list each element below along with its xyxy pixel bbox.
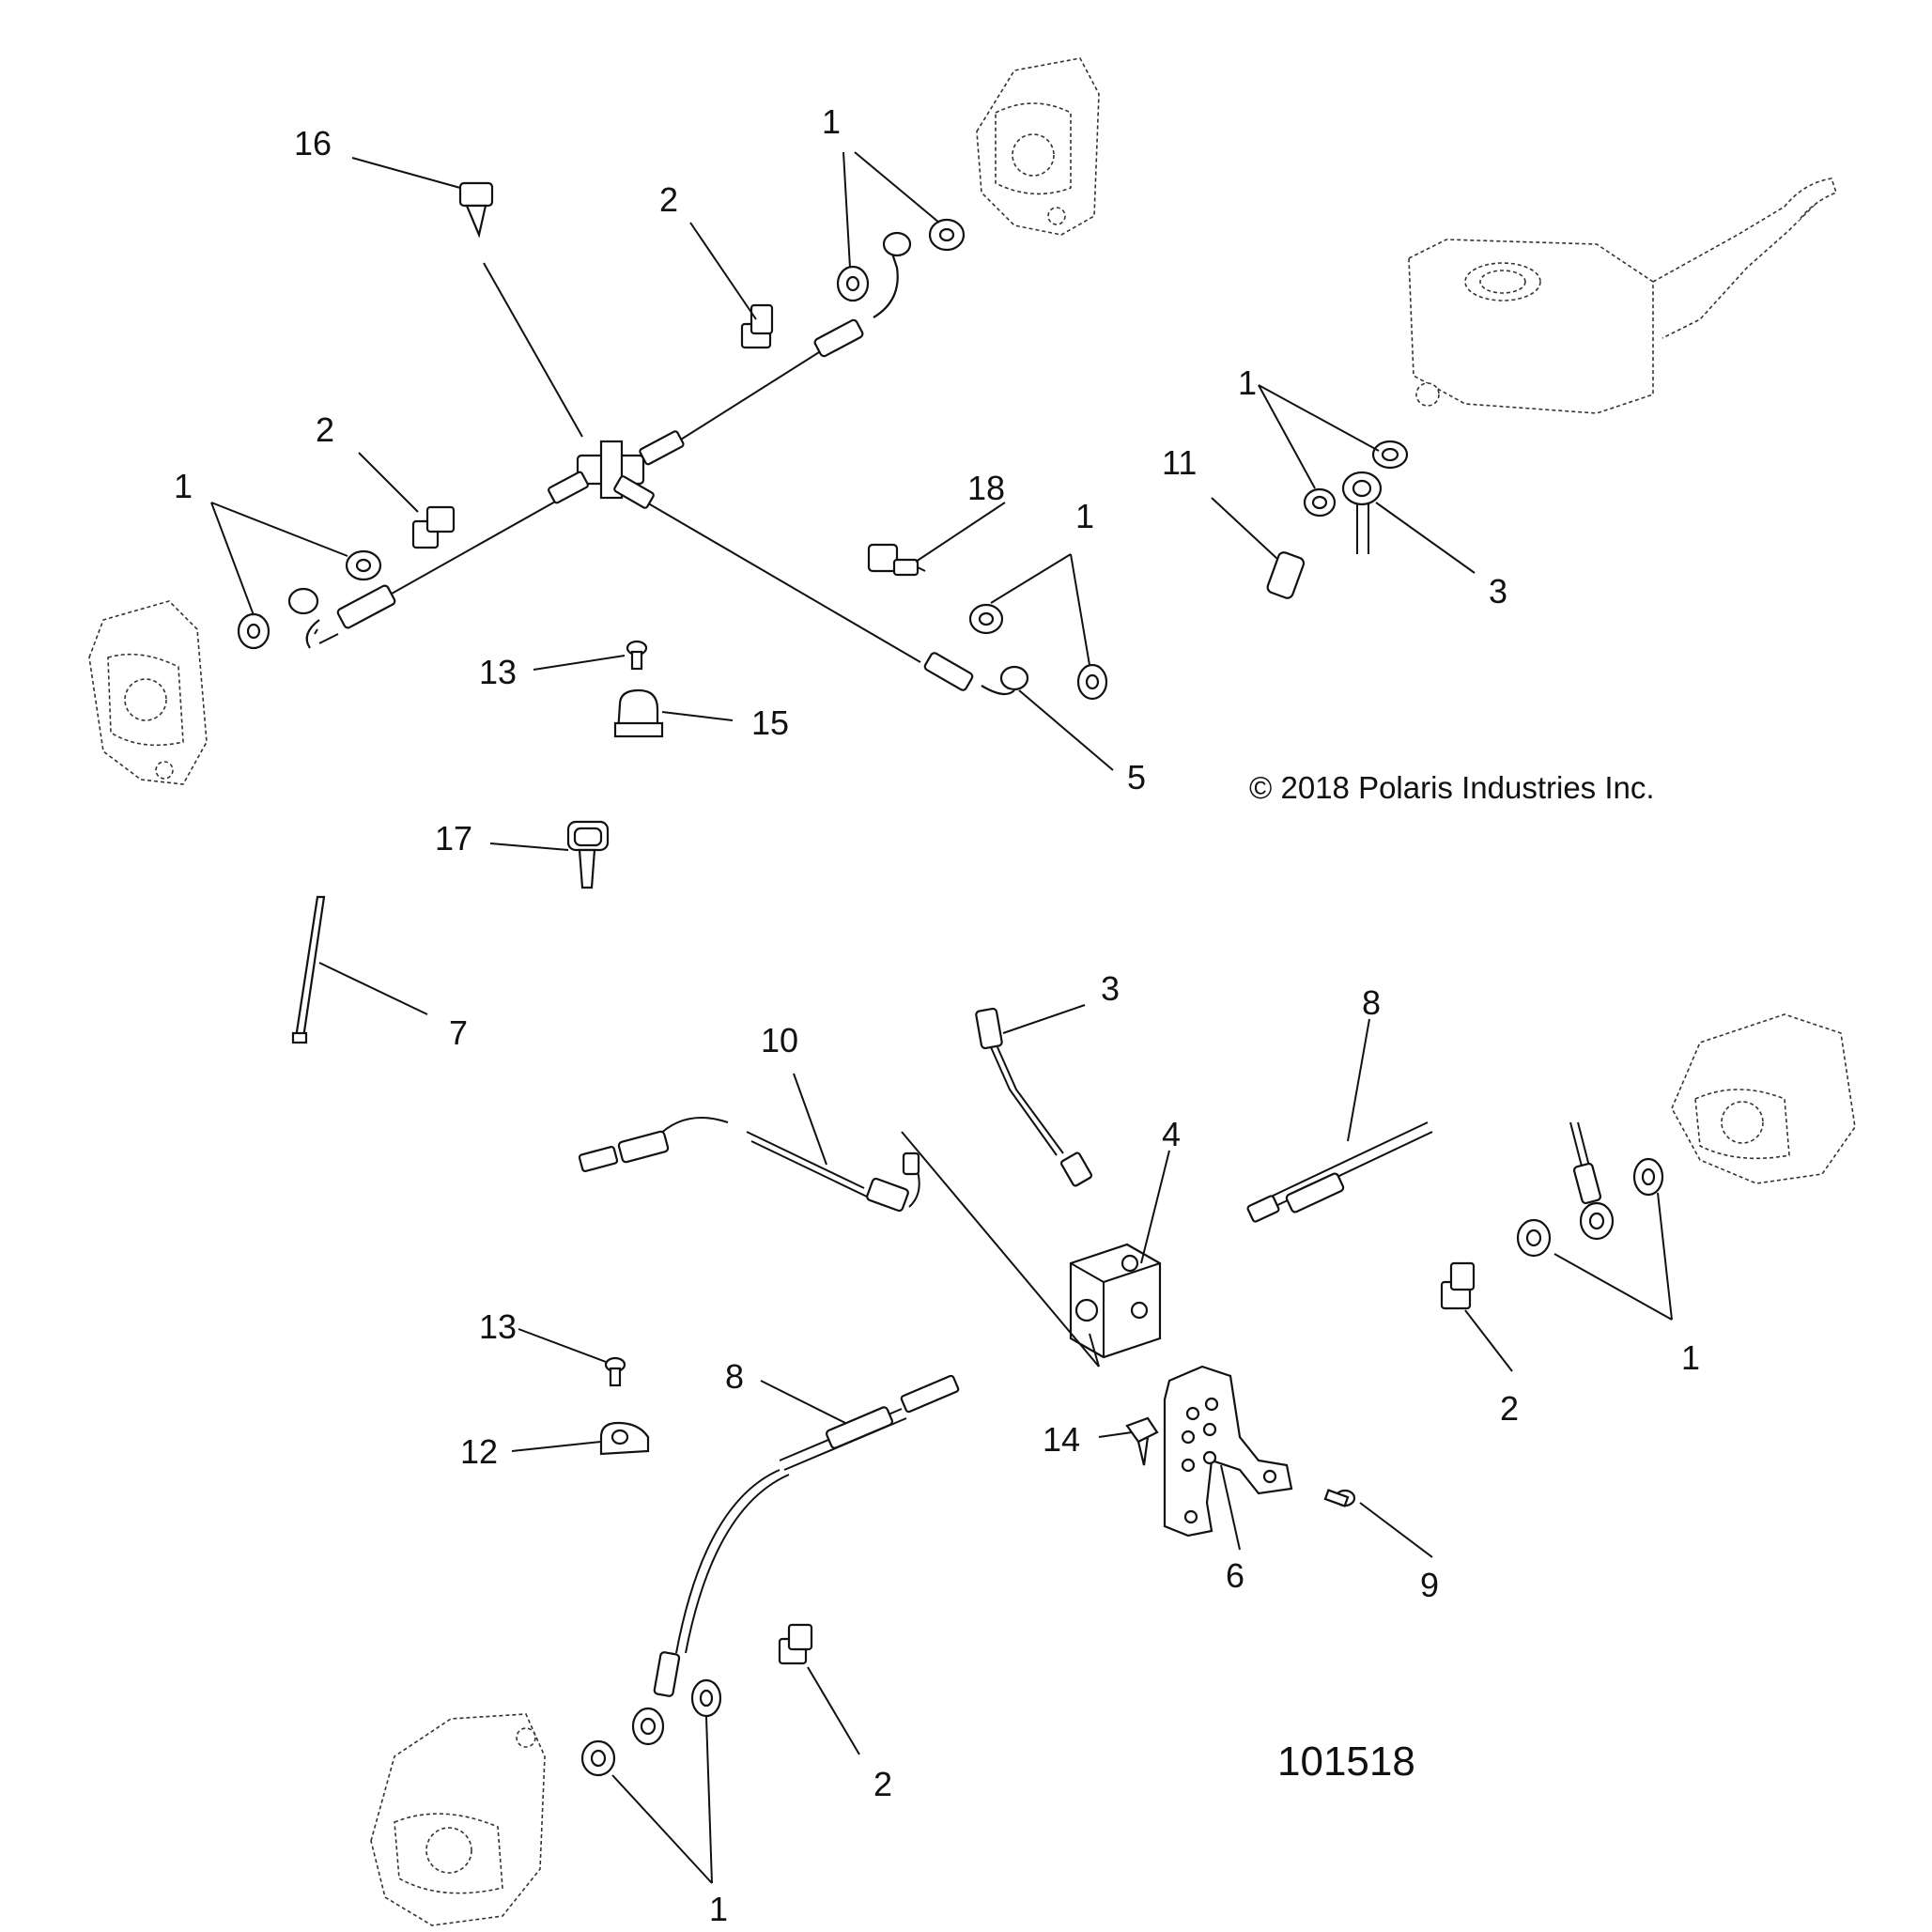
screw-13-bottom [604,1356,626,1387]
washer-1j-hole [1525,1229,1542,1247]
washer-1c-hole [355,558,372,573]
washer-1f-hole [1085,673,1100,690]
banjo-bolt-2a [740,303,774,349]
callout-13: 13 [479,653,517,691]
callout-7: 7 [449,1013,468,1052]
callout-4: 4 [1162,1115,1181,1153]
caliper-top-left [88,600,208,785]
brake-line-3 [975,1007,1093,1187]
washer-1d-hole [246,623,261,640]
caliper-top-right [976,57,1100,236]
brake-line-10 [578,1117,920,1213]
callout-14: 14 [1043,1420,1080,1459]
tee-fitting [548,430,685,509]
washer-1l-hole [590,1749,607,1768]
washer-1e-hole [978,611,995,626]
callout-17: 17 [435,819,472,858]
callout-1: 1 [1075,497,1094,535]
brake-line-8-right [1246,1121,1433,1223]
clip-17 [566,820,610,889]
callout-2: 2 [316,410,334,449]
callout-8: 8 [725,1357,744,1396]
callout-9: 9 [1420,1566,1439,1604]
callout-10: 10 [761,1021,798,1059]
leader-lines [210,151,1673,1884]
callout-18: 18 [967,469,1005,507]
banjo-fitting-3 [1341,471,1383,554]
callout-12: 12 [460,1432,498,1471]
callout-3: 3 [1489,572,1507,611]
callout-1: 1 [822,102,841,141]
callout-13: 13 [479,1307,517,1346]
banjo-bolt-2b [411,505,456,549]
callout-15: 15 [751,703,789,742]
callout-1: 1 [1681,1338,1700,1377]
copyright-notice: © 2018 Polaris Industries Inc. [1249,770,1655,805]
callout-3: 3 [1101,969,1120,1008]
callout-8: 8 [1362,983,1381,1022]
washer-1g-hole [1381,447,1399,462]
callout-2: 2 [873,1765,892,1803]
washer-1i-hole [1641,1167,1656,1186]
callout-labels: 16 2 1 1 2 1 18 1 11 1 3 13 15 5 17 7 3 … [174,102,1700,1928]
callout-1: 1 [709,1890,728,1928]
clamp-15 [613,688,664,738]
screw-9 [1323,1489,1356,1507]
banjo-bolt-11 [1266,551,1306,599]
callout-2: 2 [659,180,678,219]
washer-1a-hole [938,227,955,242]
clamp-12 [599,1421,650,1456]
caliper-bottom-right [1671,1013,1856,1184]
washer-1b-hole [845,275,860,292]
banjo-bolt-2d [778,1623,813,1665]
front-brake-line-assembly [287,231,1029,696]
junction-block-4 [1069,1243,1162,1359]
screw-14 [1125,1416,1159,1466]
callout-2: 2 [1500,1389,1519,1428]
callout-11: 11 [1162,443,1197,482]
drawing-number: 101518 [1277,1739,1415,1785]
callout-5: 5 [1127,758,1146,796]
push-rivet-16 [458,181,494,239]
caliper-bottom-left [370,1713,546,1926]
brake-line-8-bottom [631,1374,960,1746]
bracket-6 [1163,1365,1293,1538]
banjo-line-right [1569,1121,1615,1241]
banjo-bolt-2c [1440,1261,1476,1310]
master-cylinder [1408,178,1837,414]
washer-1k-hole [699,1689,714,1708]
callout-1: 1 [174,467,193,505]
brake-switch-18 [867,543,926,577]
callout-16: 16 [294,124,332,162]
cable-tie-7 [291,895,326,1044]
callout-6: 6 [1226,1556,1244,1595]
washer-1h-hole [1311,495,1328,510]
screw-13-top [626,640,648,671]
callout-1: 1 [1238,363,1257,402]
